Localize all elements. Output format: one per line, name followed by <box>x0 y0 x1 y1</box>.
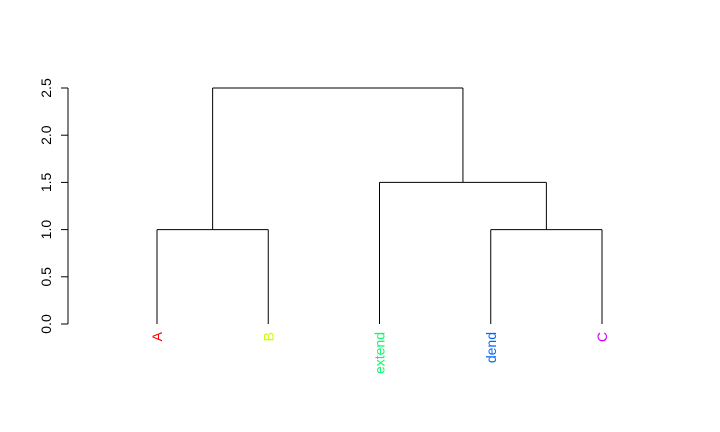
y-tick-label: 1.0 <box>38 220 54 240</box>
leaf-label: dend <box>483 332 499 363</box>
merge-A-B <box>156 229 269 324</box>
leaf-label: B <box>260 332 276 341</box>
y-tick-label: 2.0 <box>38 125 54 145</box>
dendrogram-branches <box>156 87 603 324</box>
y-tick-label: 0.5 <box>38 267 54 287</box>
y-tick-label: 0.0 <box>38 314 54 334</box>
merge-A+B-extend+dend+C <box>212 87 464 230</box>
y-axis: 0.0 0.5 1.0 1.5 2.0 2.5 <box>38 78 69 334</box>
merge-extend-dend+C <box>379 181 547 324</box>
merge-dend-C <box>490 229 603 324</box>
leaf-label: extend <box>372 332 388 374</box>
y-tick-label: 2.5 <box>38 78 54 98</box>
leaf-label: C <box>594 332 610 342</box>
y-tick-label: 1.5 <box>38 172 54 192</box>
leaf-label: A <box>149 331 165 341</box>
